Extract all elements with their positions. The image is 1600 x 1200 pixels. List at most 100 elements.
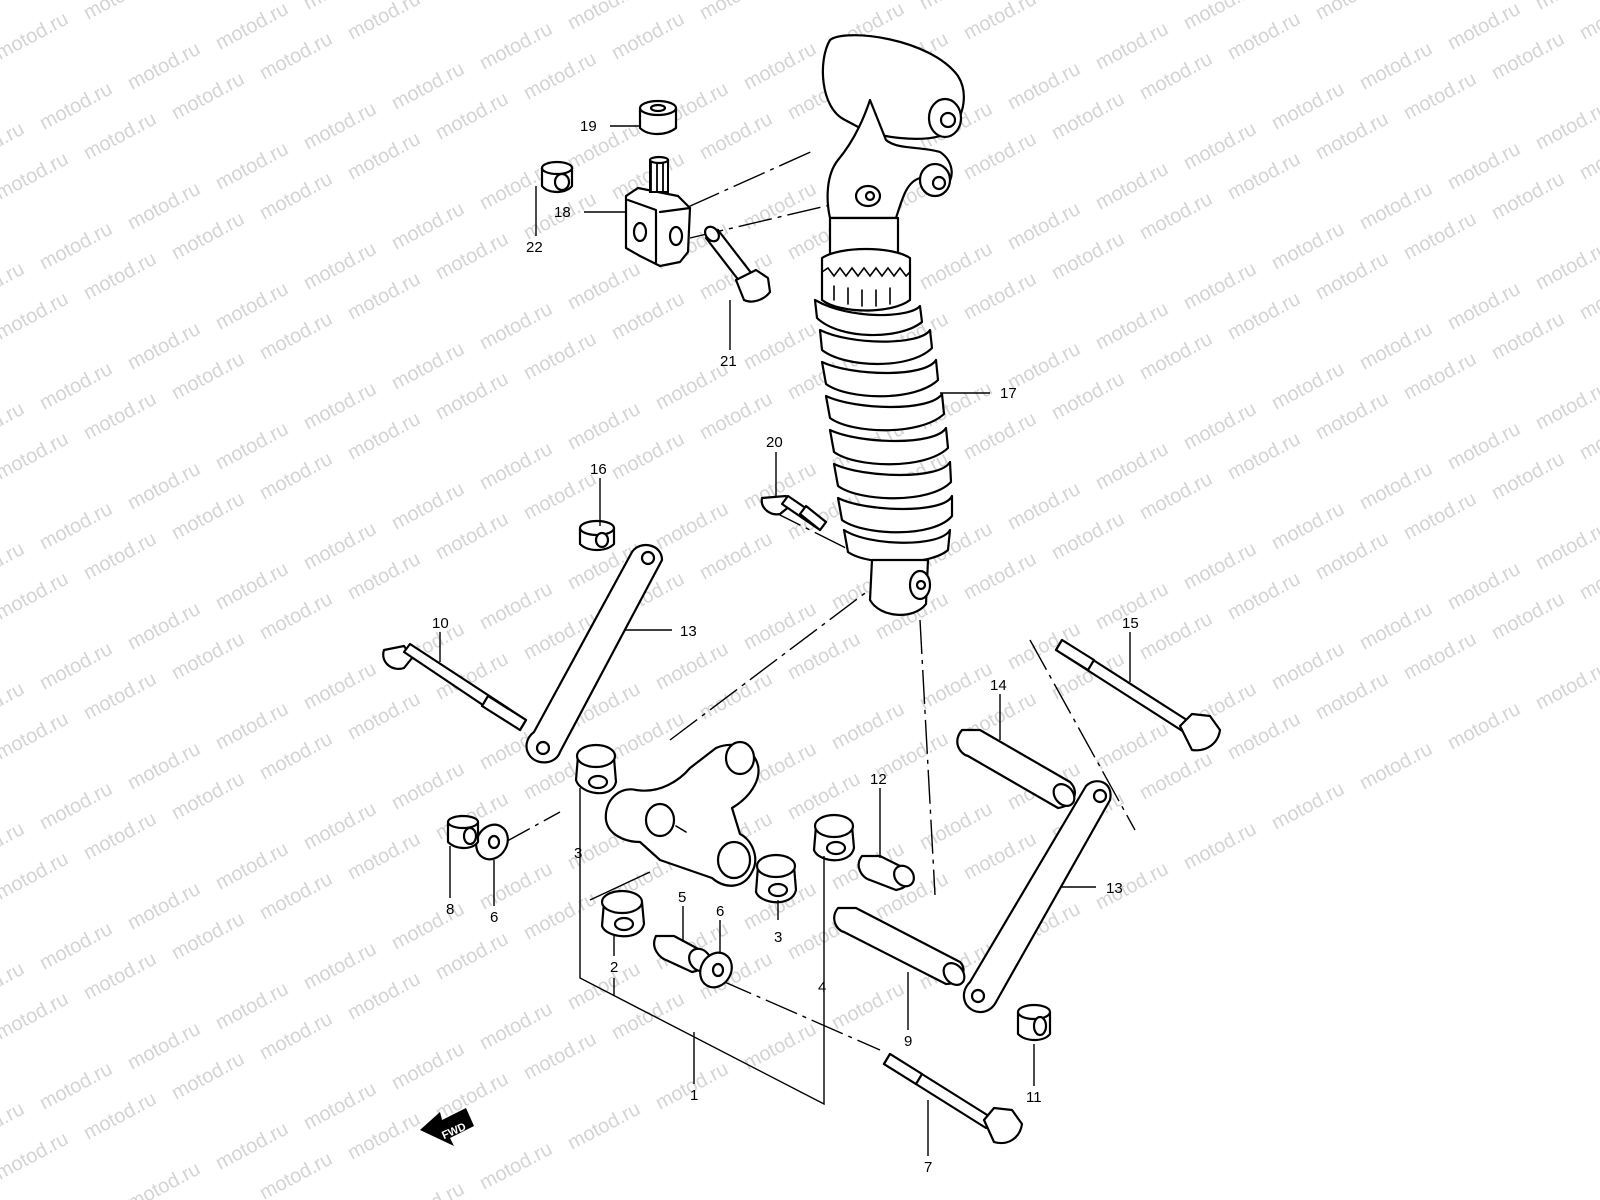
watermark-text: motod.ru xyxy=(80,808,160,864)
watermark-text: motod.ru xyxy=(740,178,820,234)
watermark-text: motod.ru xyxy=(344,128,424,184)
watermark-text: motod.ru xyxy=(608,8,688,64)
watermark-text: motod.ru xyxy=(1180,818,1260,874)
watermark-text: motod.ru xyxy=(916,238,996,294)
flange-nut-19 xyxy=(638,99,678,136)
watermark-text: motod.ru xyxy=(168,488,248,544)
watermark-text: motod.ru xyxy=(608,428,688,484)
watermark-text: motod.ru xyxy=(564,958,644,1014)
watermark-text: motod.ru xyxy=(1532,98,1600,154)
watermark-text: motod.ru xyxy=(344,408,424,464)
watermark-text: motod.ru xyxy=(124,38,204,94)
watermark-text: motod.ru xyxy=(0,1128,72,1184)
callout-2: 2 xyxy=(610,959,618,976)
watermark-text: motod.ru xyxy=(168,628,248,684)
watermark-text: motod.ru xyxy=(256,1148,336,1200)
watermark-text: motod.ru xyxy=(740,598,820,654)
watermark-text: motod.ru xyxy=(36,78,116,134)
callout-20: 20 xyxy=(766,434,783,451)
watermark-text: motod.ru xyxy=(300,378,380,434)
watermark-text: motod.ru xyxy=(212,698,292,754)
watermark-text: motod.ru xyxy=(0,958,28,1014)
watermark-text: motod.ru xyxy=(256,308,336,364)
watermark-text: motod.ru xyxy=(168,908,248,964)
watermark-text: motod.ru xyxy=(388,58,468,114)
watermark-text: motod.ru xyxy=(828,978,908,1034)
watermark-text: motod.ru xyxy=(564,0,644,34)
watermark-text: motod.ru xyxy=(476,18,556,74)
callout-19: 19 xyxy=(580,118,597,135)
watermark-text: motod.ru xyxy=(212,1118,292,1174)
watermark-text: motod.ru xyxy=(432,0,512,4)
watermark-text: motod.ru xyxy=(300,98,380,154)
callout-13-left: 13 xyxy=(680,623,697,640)
watermark-text: motod.ru xyxy=(124,178,204,234)
watermark-text: motod.ru xyxy=(1048,228,1128,284)
watermark-text: motod.ru xyxy=(256,588,336,644)
watermark-text: motod.ru xyxy=(652,638,732,694)
watermark-text: motod.ru xyxy=(300,938,380,994)
cushion-lever xyxy=(604,740,760,887)
watermark-text: motod.ru xyxy=(1224,288,1304,344)
watermark-text: motod.ru xyxy=(0,538,28,594)
watermark-text: motod.ru xyxy=(1312,528,1392,584)
watermark-text: motod.ru xyxy=(124,1018,204,1074)
watermark-text: motod.ru xyxy=(520,48,600,104)
watermark-text: motod.ru xyxy=(1532,238,1600,294)
watermark-text: motod.ru xyxy=(80,1088,160,1144)
watermark-text: motod.ru xyxy=(168,208,248,264)
watermark-text: motod.ru xyxy=(36,358,116,414)
watermark-text: motod.ru xyxy=(212,418,292,474)
watermark-text: motod.ru xyxy=(1312,108,1392,164)
watermark-text: motod.ru xyxy=(1488,448,1568,504)
watermark-text: motod.ru xyxy=(1400,488,1480,544)
watermark-text: motod.ru xyxy=(388,1178,468,1200)
watermark-text: motod.ru xyxy=(36,918,116,974)
watermark-text: motod.ru xyxy=(256,448,336,504)
watermark-text: motod.ru xyxy=(476,298,556,354)
watermark-text: motod.ru xyxy=(1180,538,1260,594)
watermark-text: motod.ru xyxy=(344,548,424,604)
watermark-text: motod.ru xyxy=(1092,718,1172,774)
watermark-text: motod.ru xyxy=(740,1018,820,1074)
watermark-text: motod.ru xyxy=(36,498,116,554)
bolt-7 xyxy=(882,1052,1024,1145)
watermark-text: motod.ru xyxy=(388,1038,468,1094)
watermark-text: motod.ru xyxy=(1268,778,1348,834)
callout-7: 7 xyxy=(924,1159,932,1176)
watermark-text: motod.ru xyxy=(1356,738,1436,794)
watermark-text: motod.ru xyxy=(168,768,248,824)
watermark-text: motod.ru xyxy=(1136,468,1216,524)
watermark-text: motod.ru xyxy=(1532,518,1600,574)
watermark-text: motod.ru xyxy=(916,798,996,854)
watermark-text: motod.ru xyxy=(432,368,512,424)
watermark-text: motod.ru xyxy=(168,68,248,124)
cushion-rod-left xyxy=(525,543,664,764)
watermark-text: motod.ru xyxy=(344,268,424,324)
watermark-text: motod.ru xyxy=(300,1078,380,1134)
watermark-text: motod.ru xyxy=(256,28,336,84)
watermark-text: motod.ru xyxy=(300,238,380,294)
watermark-text: motod.ru xyxy=(0,988,72,1044)
watermark-text: motod.ru xyxy=(696,108,776,164)
pipe-9 xyxy=(833,906,966,986)
watermark-text: motod.ru xyxy=(80,108,160,164)
callout-11: 11 xyxy=(1026,1089,1042,1106)
callout-6-left: 6 xyxy=(490,909,498,926)
callout-1: 1 xyxy=(690,1087,698,1104)
watermark-text: motod.ru xyxy=(80,248,160,304)
watermark-text: motod.ru xyxy=(80,0,160,24)
watermark-text: motod.ru xyxy=(0,848,72,904)
bushing-4 xyxy=(812,813,856,862)
watermark-text: motod.ru xyxy=(212,558,292,614)
watermark-text: motod.ru xyxy=(1092,438,1172,494)
bolt-15 xyxy=(1054,638,1222,752)
watermark-text: motod.ru xyxy=(1312,0,1392,24)
callout-15: 15 xyxy=(1122,615,1139,632)
watermark-text: motod.ru xyxy=(476,1138,556,1194)
watermark-text: motod.ru xyxy=(1488,28,1568,84)
watermark-text: motod.ru xyxy=(124,598,204,654)
callout-3-upper: 3 xyxy=(574,845,582,862)
callout-numbers: 19 18 22 21 17 20 16 10 13 15 14 12 13 3… xyxy=(432,118,1139,1176)
watermark-text: motod.ru xyxy=(1532,658,1600,714)
